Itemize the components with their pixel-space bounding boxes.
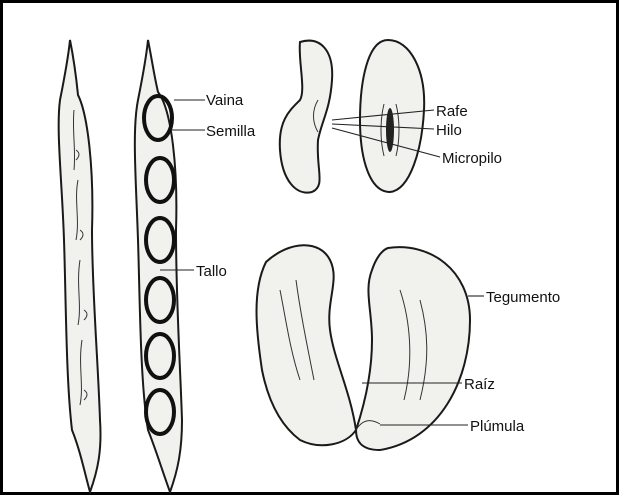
label-hilo: Hilo (436, 122, 462, 139)
label-rafe: Rafe (436, 103, 468, 120)
label-plumula: Plúmula (470, 418, 525, 435)
label-tegumento: Tegumento (486, 289, 560, 306)
label-tallo: Tallo (196, 263, 227, 280)
label-micropilo: Micropilo (442, 150, 502, 167)
label-semilla: Semilla (206, 123, 256, 140)
label-vaina: Vaina (206, 92, 244, 109)
label-raiz: Raíz (464, 376, 495, 393)
